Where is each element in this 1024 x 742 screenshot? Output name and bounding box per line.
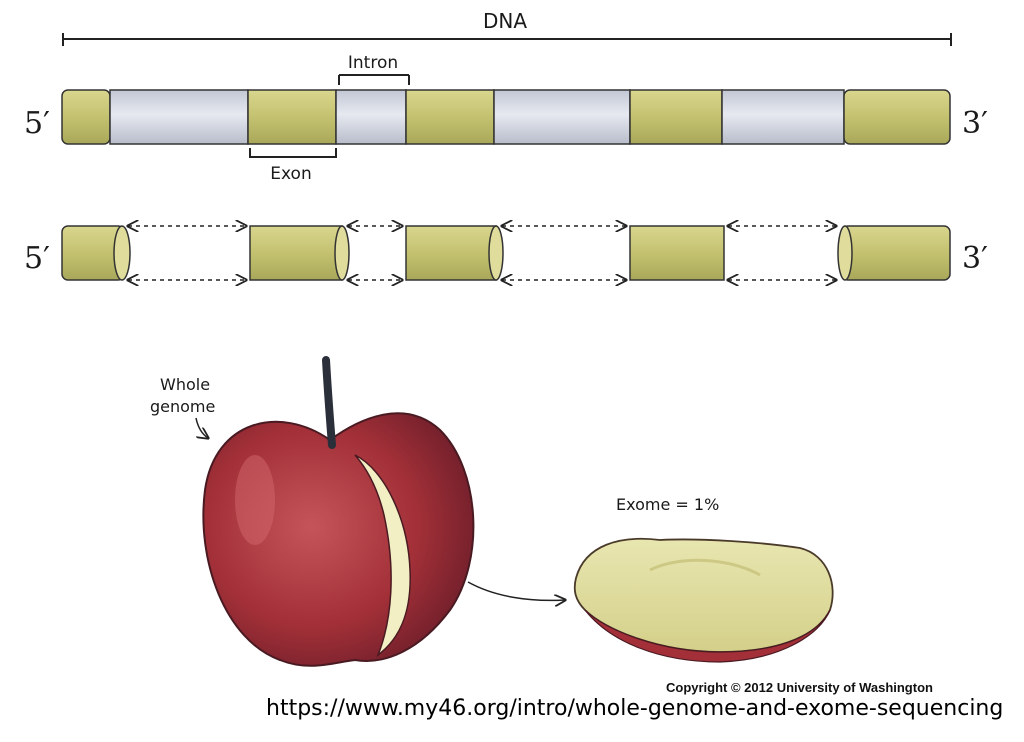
- five-prime-label-top: 5′: [24, 106, 50, 141]
- exon-segment: [62, 90, 110, 144]
- apple-slice-illustration: [575, 539, 833, 662]
- apple-illustration: [203, 360, 473, 666]
- exon-segment: [630, 226, 724, 280]
- intron-segment: [722, 90, 844, 144]
- exome-label: Exome = 1%: [616, 495, 719, 514]
- apple-stem: [326, 360, 332, 445]
- copyright-notice: Copyright © 2012 University of Washingto…: [666, 680, 933, 695]
- intron-segment: [336, 90, 406, 144]
- exon-cut-face: [838, 226, 852, 280]
- intron-bracket: [339, 75, 409, 85]
- exon-segment: [248, 90, 336, 144]
- exon-segment: [250, 226, 342, 280]
- exon-segment: [842, 226, 950, 280]
- exon-segment: [844, 90, 950, 144]
- intron-segment: [110, 90, 248, 144]
- exon-segment: [406, 226, 496, 280]
- whole-genome-label-line1: Whole: [160, 375, 210, 394]
- dna-strand: [62, 90, 950, 144]
- exon-segment: [406, 90, 494, 144]
- exon-bracket: [250, 148, 336, 158]
- exon-cut-face: [489, 226, 503, 280]
- exon-cut-face: [335, 226, 349, 280]
- dna-label: DNA: [483, 9, 527, 33]
- apple-highlight: [235, 455, 275, 545]
- intron-segment: [494, 90, 630, 144]
- whole-genome-label-line2: genome: [150, 397, 215, 416]
- apple-body: [203, 413, 473, 666]
- three-prime-label-bottom: 3′: [962, 241, 988, 276]
- exon-segment: [630, 90, 722, 144]
- exon-cut-face: [114, 226, 130, 280]
- dna-bracket: [63, 33, 951, 46]
- exome-strand: [62, 226, 950, 280]
- whole-genome-pointer: [196, 418, 208, 438]
- three-prime-label-top: 3′: [962, 106, 988, 141]
- exon-label: Exon: [270, 164, 311, 184]
- intron-label: Intron: [348, 53, 398, 73]
- five-prime-label-bottom: 5′: [24, 241, 50, 276]
- apple-to-slice-arrow: [468, 582, 565, 600]
- source-url-link[interactable]: https://www.my46.org/intro/whole-genome-…: [266, 696, 1003, 721]
